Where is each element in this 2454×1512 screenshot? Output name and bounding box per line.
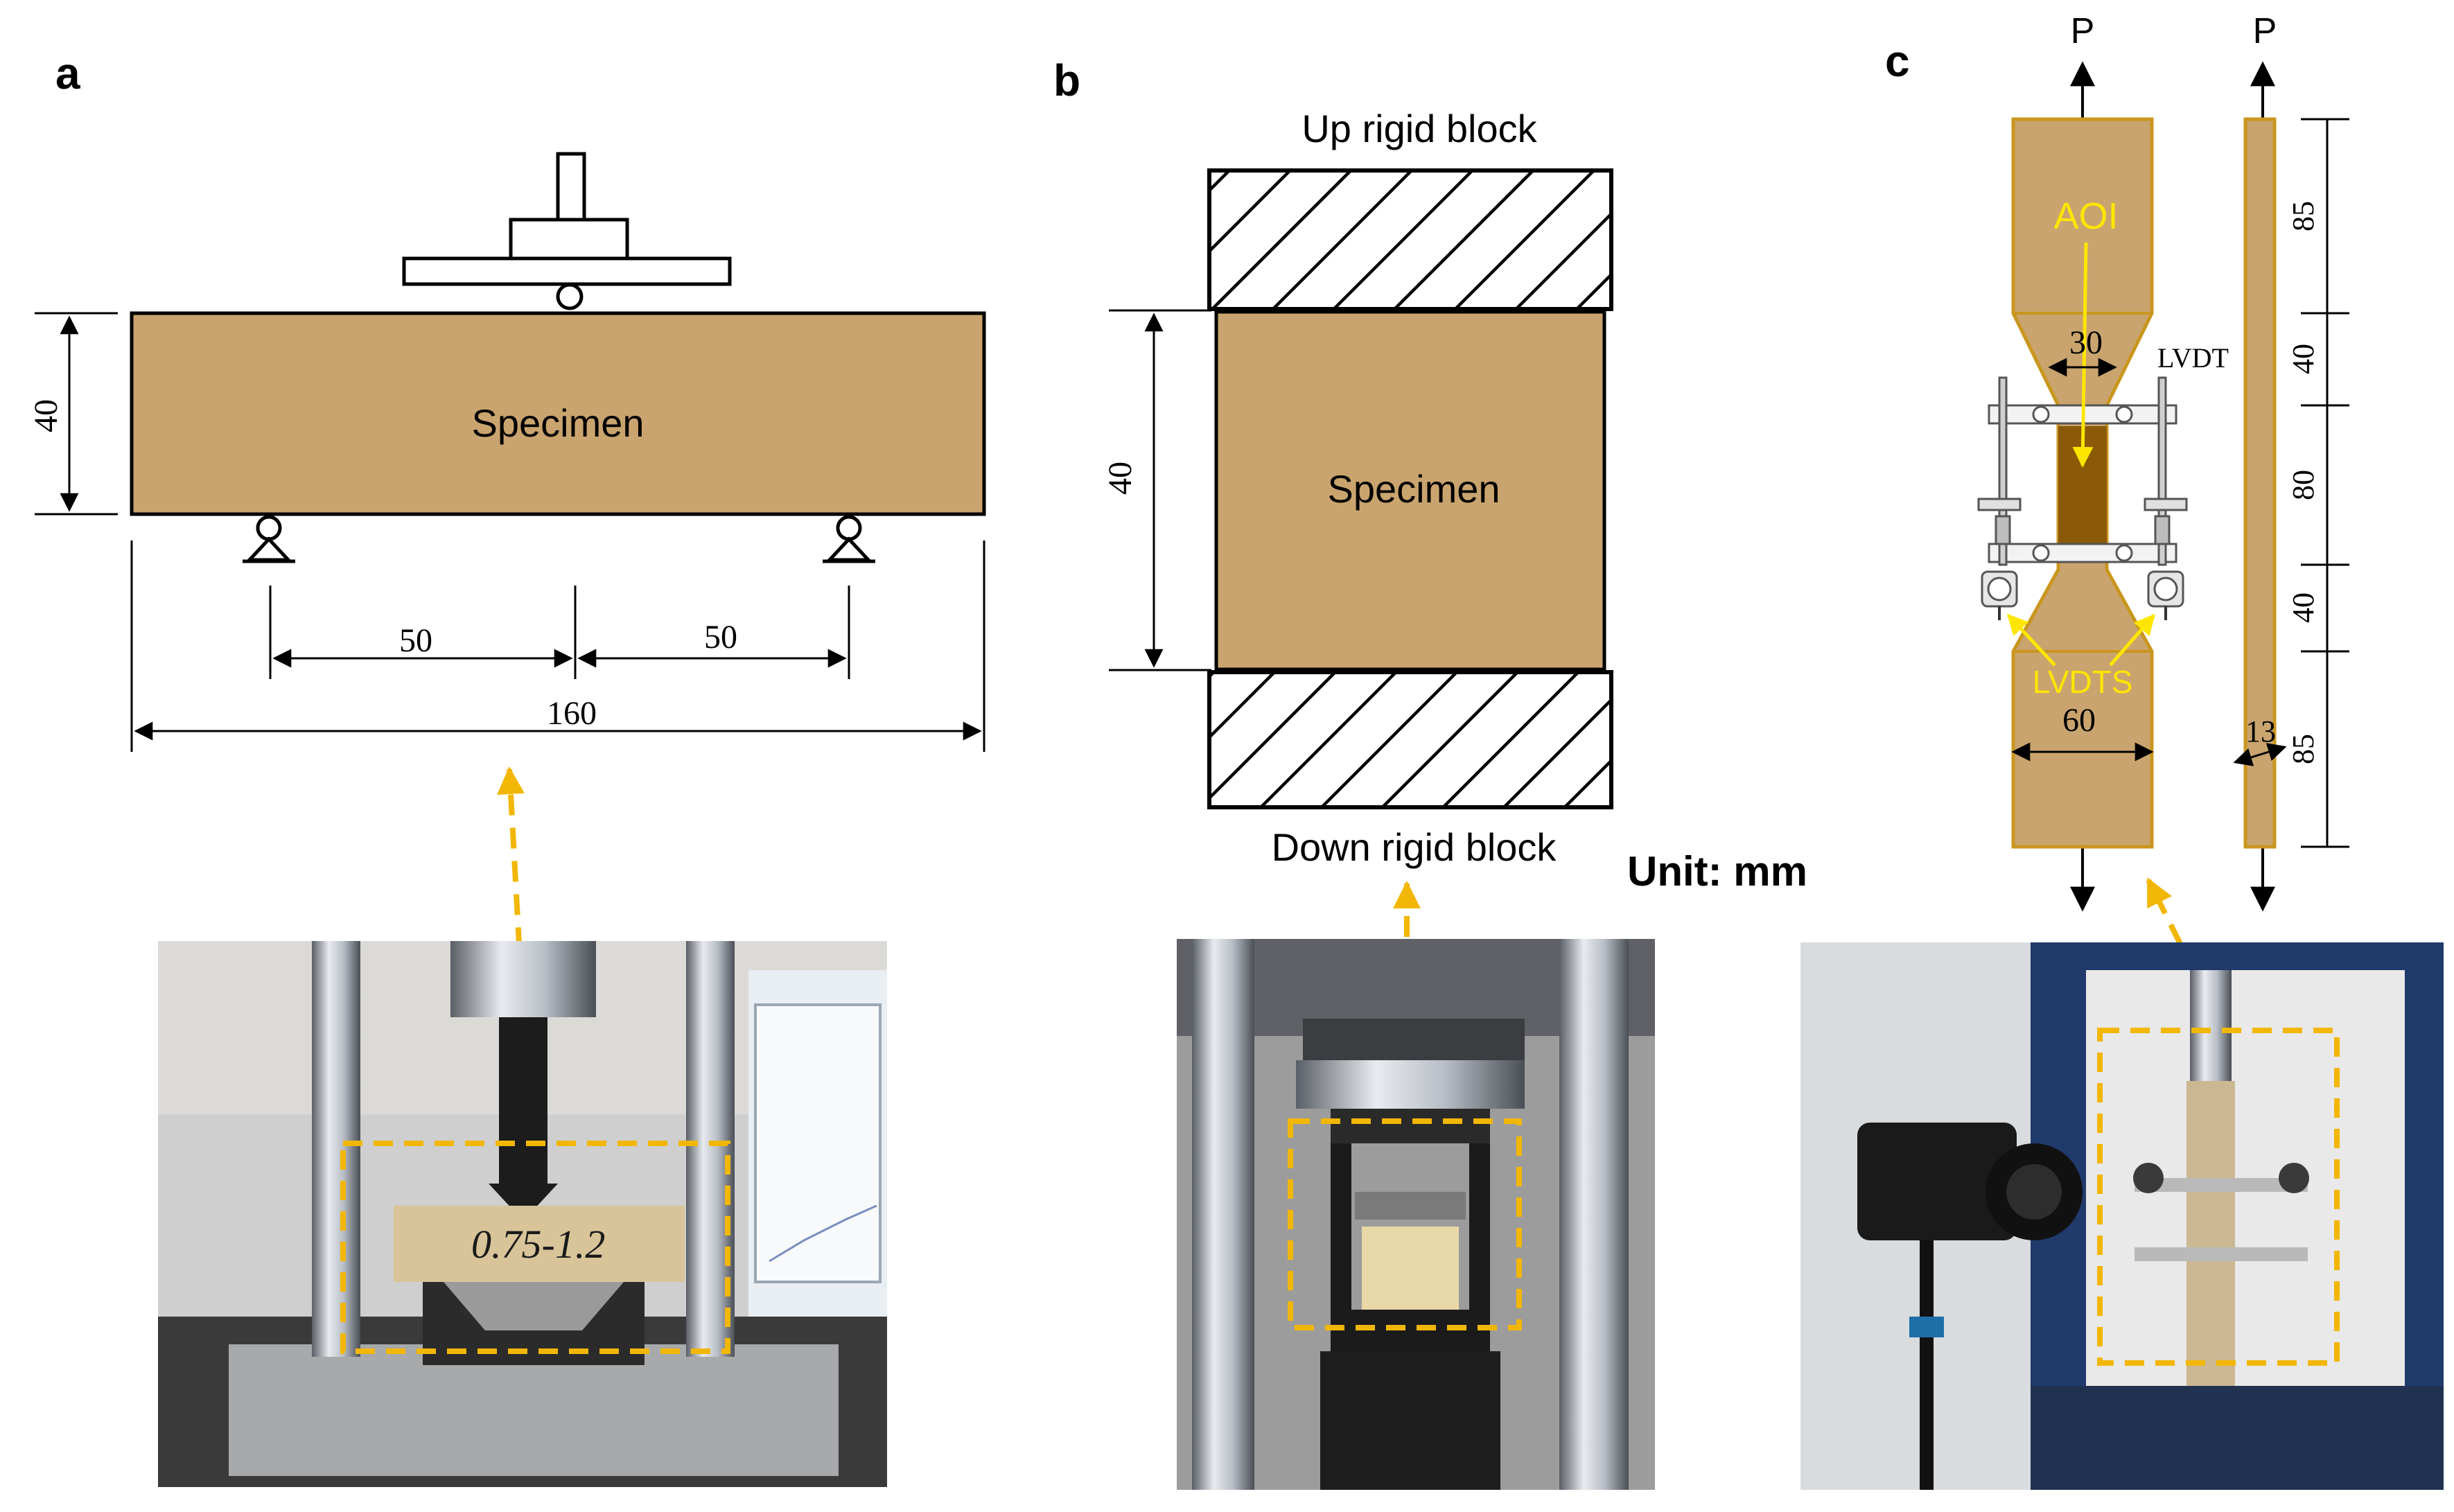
- aoi-label: AOI: [2053, 195, 2118, 237]
- panel-c-region-box: [2097, 1028, 2340, 1366]
- panel-a-photo: 0.75-1.2: [158, 941, 887, 1487]
- unit-label: Unit: mm: [1627, 848, 1807, 895]
- length-seg-4: 40: [2286, 592, 2320, 623]
- span-dimensions: [130, 540, 985, 752]
- panel-b: b Up rigid block Specimen 40 Down rigid …: [1053, 55, 1807, 1490]
- right-span-text: 50: [704, 619, 737, 656]
- loading-head: [402, 152, 732, 310]
- photo-a-specimen-marking: 0.75-1.2: [471, 1222, 605, 1267]
- thickness-dimension: [2233, 743, 2287, 766]
- length-seg-2: 40: [2286, 344, 2320, 374]
- beam-specimen: [130, 311, 986, 516]
- dogbone-specimen-side: [2243, 117, 2277, 849]
- down-rigid-block: [1207, 670, 1613, 809]
- length-seg-5: 85: [2286, 734, 2320, 764]
- lvdts-arrow-right: [2109, 613, 2155, 667]
- left-support: [243, 515, 295, 563]
- panel-a: a Specimen 40: [28, 49, 986, 1487]
- panel-c-photo: [1800, 942, 2444, 1490]
- cube-specimen-label: Specimen: [1327, 467, 1500, 511]
- panel-a-region-box: [340, 1141, 730, 1354]
- panel-b-label: b: [1053, 55, 1080, 105]
- load-arrows: [2070, 61, 2275, 912]
- cube-specimen: [1214, 310, 1606, 671]
- lvdts-arrow-left: [2006, 613, 2056, 667]
- length-seg-3: 80: [2286, 470, 2320, 500]
- beam-height-dimension: [35, 312, 118, 516]
- length-seg-1: 85: [2286, 201, 2320, 231]
- panel-c: c P P: [1800, 11, 2444, 1490]
- narrow-width-text: 30: [2069, 324, 2103, 361]
- down-rigid-block-label: Down rigid block: [1272, 825, 1557, 869]
- right-support: [823, 515, 875, 563]
- total-length-text: 160: [547, 695, 597, 732]
- panel-a-label: a: [55, 49, 80, 98]
- beam-height-text: 40: [28, 399, 64, 432]
- up-rigid-block-label: Up rigid block: [1302, 107, 1537, 150]
- width-dimensions: [2011, 358, 2154, 762]
- thickness-text: 13: [2245, 714, 2276, 748]
- lvdts-label: LVDTS: [2033, 664, 2133, 700]
- cube-height-dimension: [1109, 309, 1211, 671]
- panel-b-photo: [1177, 939, 1655, 1490]
- load-label-top-side: P: [2253, 11, 2277, 51]
- panel-b-region-box: [1288, 1118, 1522, 1330]
- beam-specimen-label: Specimen: [471, 401, 644, 445]
- up-rigid-block: [1207, 168, 1613, 311]
- aoi-arrow: [2072, 242, 2094, 468]
- cube-height-text: 40: [1102, 461, 1139, 495]
- lvdt-label: LVDT: [2157, 342, 2229, 373]
- left-span-text: 50: [399, 622, 432, 659]
- length-dimensions: [2301, 118, 2349, 848]
- panel-c-label: c: [1885, 36, 1910, 86]
- lvdt-clamp-assembly: [1977, 376, 2188, 620]
- load-label-top-front: P: [2071, 11, 2095, 51]
- grip-width-text: 60: [2062, 702, 2096, 739]
